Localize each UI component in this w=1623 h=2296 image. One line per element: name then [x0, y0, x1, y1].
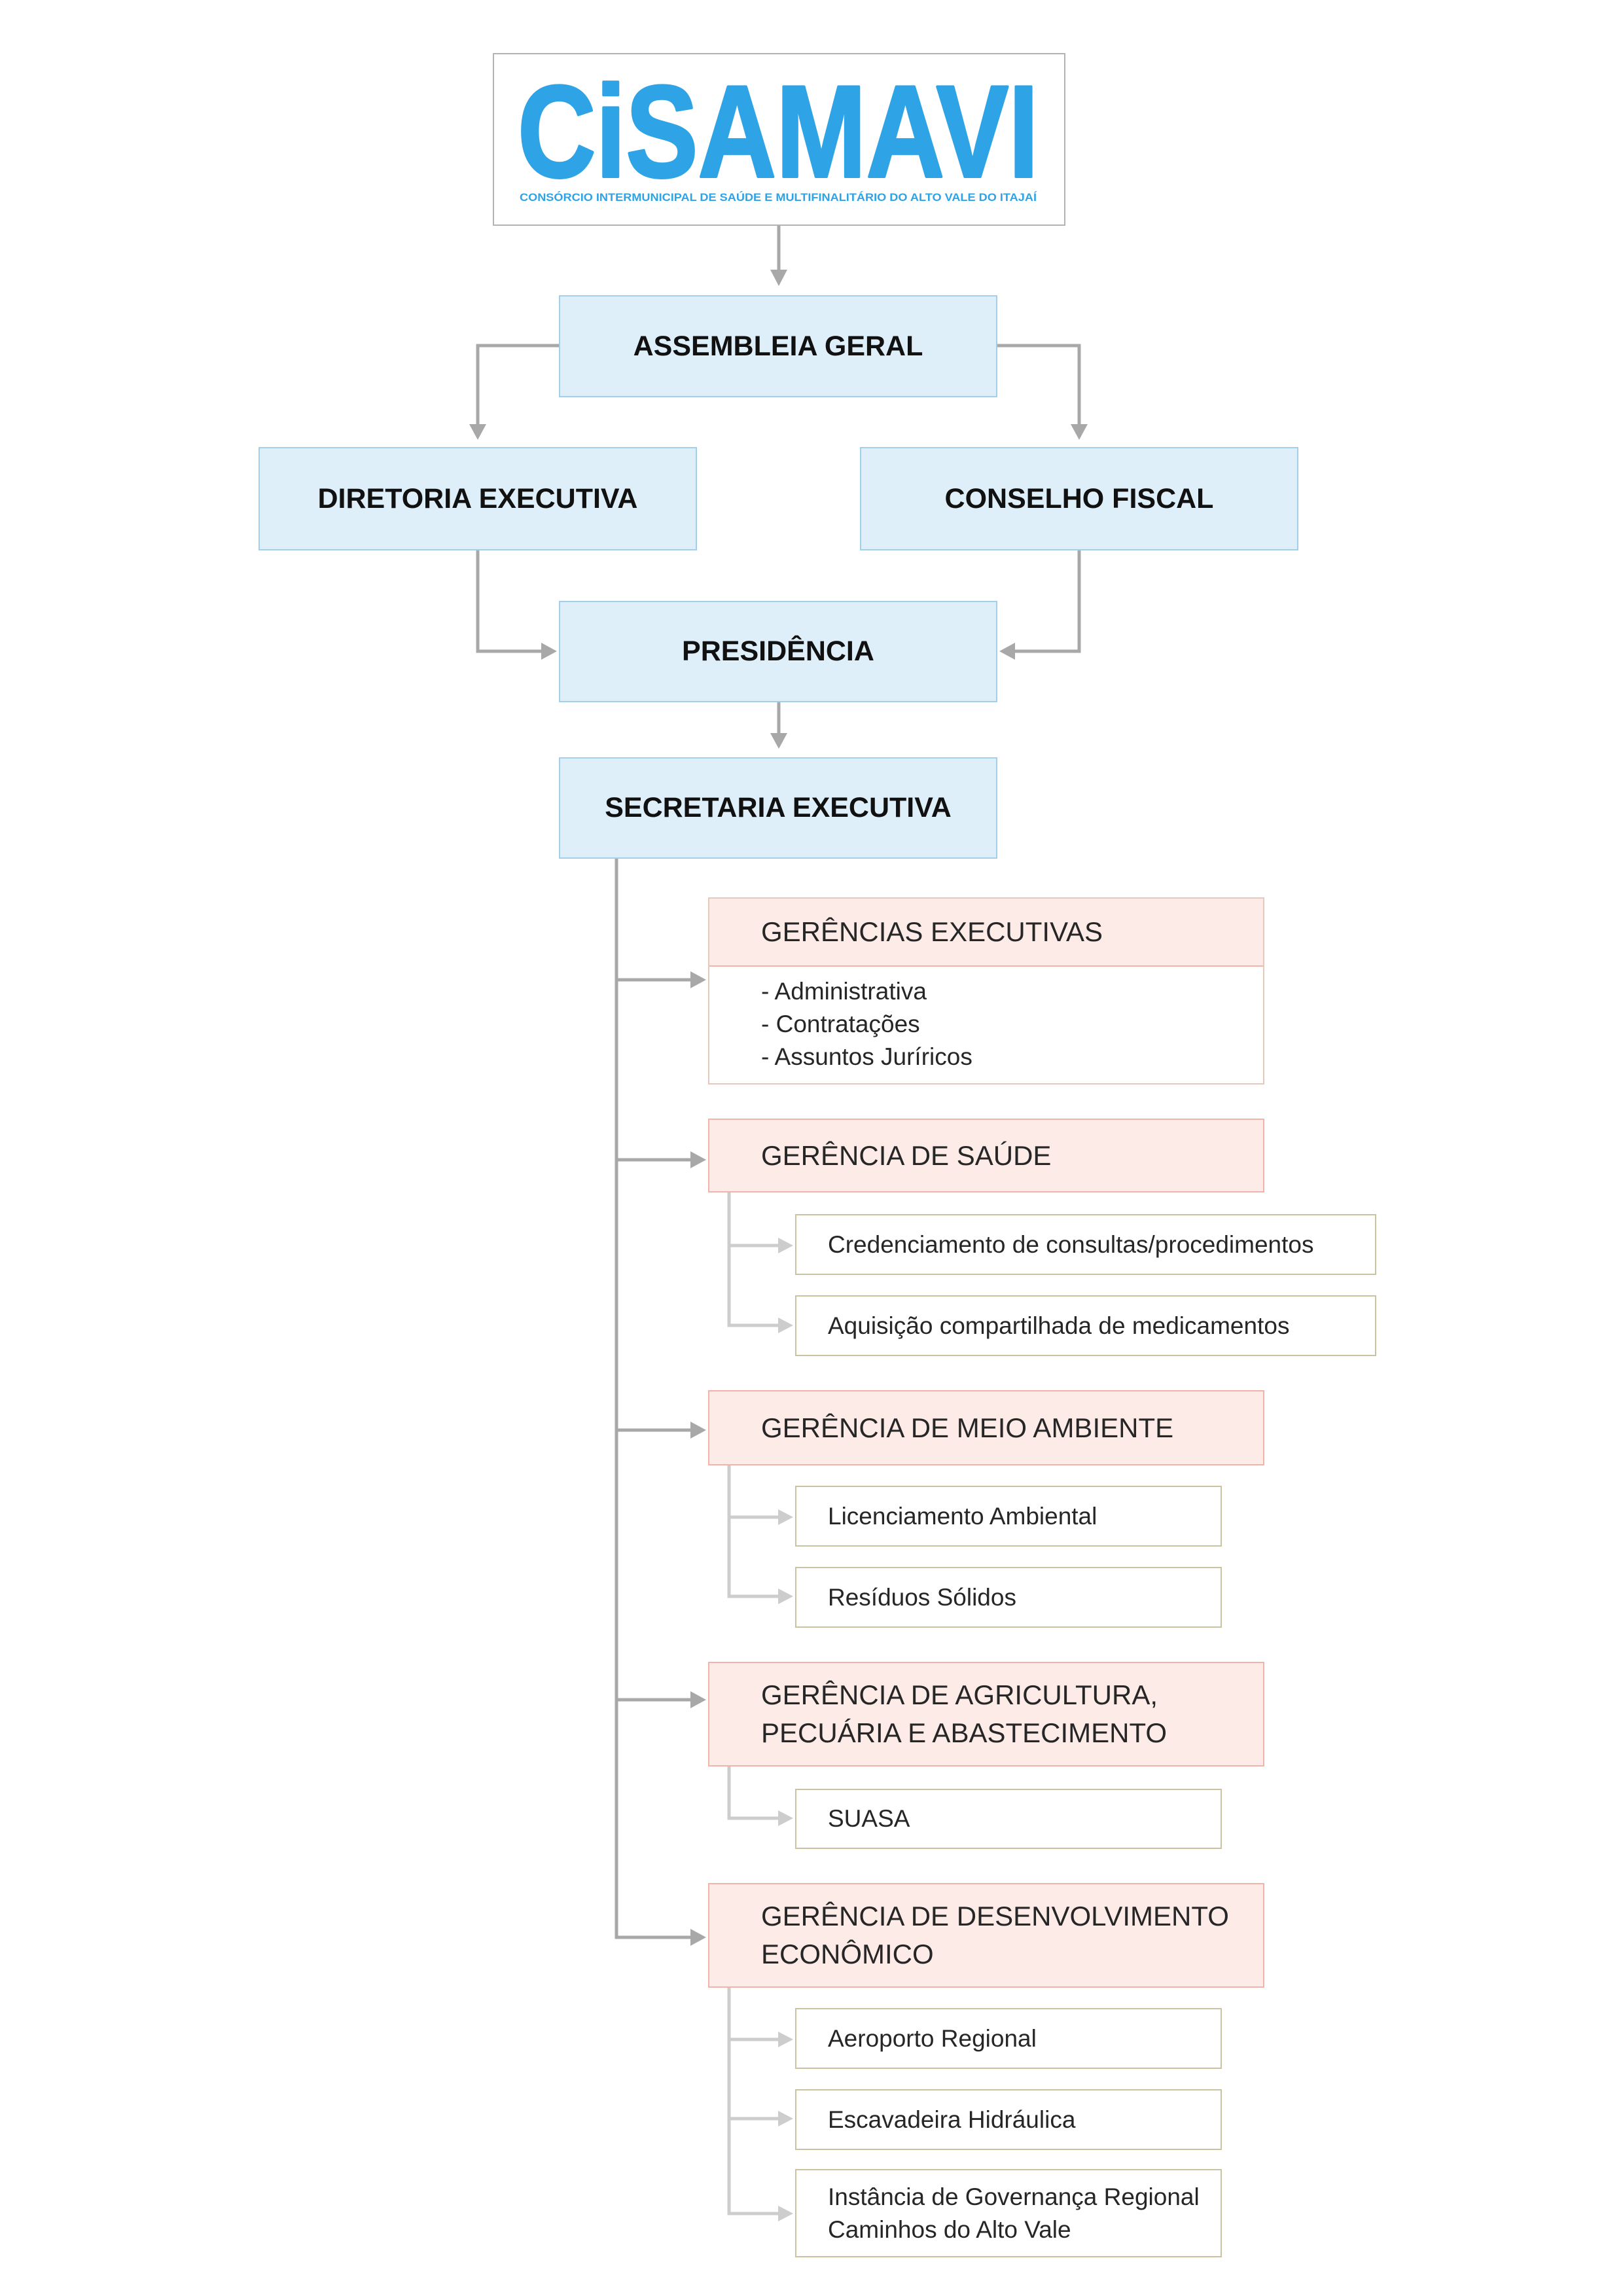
unit-box-credenciamento: Credenciamento de consultas/procedimento… — [795, 1214, 1376, 1275]
unit-label: Resíduos Sólidos — [828, 1583, 1016, 1611]
unit-label: Credenciamento de consultas/procedimento… — [828, 1230, 1314, 1258]
connector-assembleia-diretoria — [476, 344, 559, 425]
gerencia-title: GERÊNCIAS EXECUTIVAS — [761, 916, 1103, 947]
logo-box: CiSAMAVI CONSÓRCIO INTERMUNICIPAL DE SAÚ… — [493, 53, 1065, 226]
unit-label: Licenciamento Ambiental — [828, 1502, 1097, 1530]
gerencia-meio-ambiente-box: GERÊNCIA DE MEIO AMBIENTE — [708, 1390, 1264, 1465]
arrow-right-icon — [541, 643, 557, 660]
sub-connector-lines — [727, 1193, 779, 2215]
conselho-fiscal-box: CONSELHO FISCAL — [860, 447, 1298, 550]
secretaria-executiva-label: SECRETARIA EXECUTIVA — [605, 792, 952, 823]
diretoria-executiva-label: DIRETORIA EXECUTIVA — [317, 482, 638, 514]
unit-label: Aeroporto Regional — [828, 2024, 1037, 2052]
arrow-right-icon — [778, 2032, 793, 2047]
arrow-right-icon — [778, 1238, 793, 1253]
connector-conselho-presidencia — [1014, 550, 1081, 653]
gerencia-title-line: PECUÁRIA E ABASTECIMENTO — [761, 1717, 1168, 1748]
connector-meio-ambiente-units — [727, 1465, 779, 1598]
arrow-down-icon — [770, 270, 787, 286]
arrow-right-icon — [778, 1318, 793, 1333]
connector-desenvolvimento-units — [727, 1988, 779, 2215]
unit-box-aquisicao-medicamentos: Aquisição compartilhada de medicamentos — [795, 1295, 1376, 1356]
gerencias-executivas-box: GERÊNCIAS EXECUTIVAS - Administrativa - … — [708, 897, 1264, 1085]
arrow-right-icon — [690, 1422, 706, 1439]
arrow-right-icon — [778, 1810, 793, 1826]
gerencia-title: GERÊNCIA DE MEIO AMBIENTE — [761, 1412, 1174, 1443]
assembleia-geral-label: ASSEMBLEIA GERAL — [633, 330, 923, 362]
gerencia-item: - Assuntos Juríricos — [761, 1043, 972, 1070]
unit-label-line: Caminhos do Alto Vale — [828, 2215, 1071, 2243]
presidencia-box: PRESIDÊNCIA — [559, 601, 997, 702]
logo-tagline: CONSÓRCIO INTERMUNICIPAL DE SAÚDE E MULT… — [520, 191, 1037, 204]
logo-wordmark: CiSAMAVI — [518, 59, 1039, 205]
arrow-right-icon — [690, 1929, 706, 1946]
connector-saude-units — [727, 1193, 779, 1327]
conselho-fiscal-label: CONSELHO FISCAL — [944, 482, 1214, 514]
arrow-right-icon — [778, 2206, 793, 2221]
arrow-right-icon — [778, 2111, 793, 2126]
arrow-right-icon — [690, 1151, 706, 1168]
unit-label: Aquisição compartilhada de medicamentos — [828, 1312, 1290, 1339]
gerencia-agricultura-box: GERÊNCIA DE AGRICULTURA, PECUÁRIA E ABAS… — [708, 1662, 1264, 1767]
arrow-down-icon — [770, 733, 787, 749]
diretoria-executiva-box: DIRETORIA EXECUTIVA — [259, 447, 697, 550]
assembleia-geral-box: ASSEMBLEIA GERAL — [559, 295, 997, 397]
main-connector-lines — [476, 226, 1081, 1939]
unit-box-suasa: SUASA — [795, 1789, 1222, 1849]
unit-box-aeroporto: Aeroporto Regional — [795, 2008, 1222, 2069]
unit-label: SUASA — [828, 1805, 910, 1832]
arrow-right-icon — [690, 971, 706, 988]
unit-box-residuos: Resíduos Sólidos — [795, 1567, 1222, 1628]
arrow-down-icon — [469, 424, 486, 440]
gerencias-executivas-list: - Administrativa - Contratações - Assunt… — [709, 967, 1263, 1073]
connector-agricultura-units — [727, 1767, 779, 1820]
gerencia-title-line: ECONÔMICO — [761, 1939, 934, 1969]
gerencia-item: - Contratações — [761, 1011, 920, 1037]
arrow-left-icon — [999, 643, 1015, 660]
unit-label-line: Instância de Governança Regional — [828, 2183, 1200, 2210]
main-arrowheads — [469, 270, 1088, 1946]
arrow-right-icon — [778, 1588, 793, 1604]
unit-box-licenciamento: Licenciamento Ambiental — [795, 1486, 1222, 1547]
gerencia-title-line: GERÊNCIA DE DESENVOLVIMENTO — [761, 1901, 1229, 1931]
arrow-right-icon — [778, 1509, 793, 1525]
connector-diretoria-presidencia — [476, 550, 542, 653]
arrow-right-icon — [690, 1691, 706, 1708]
connector-assembleia-conselho — [997, 344, 1081, 425]
gerencias-executivas-header: GERÊNCIAS EXECUTIVAS — [709, 899, 1263, 967]
gerencia-desenvolvimento-box: GERÊNCIA DE DESENVOLVIMENTO ECONÔMICO — [708, 1883, 1264, 1988]
unit-box-instancia-governanca: Instância de Governança Regional Caminho… — [795, 2169, 1222, 2257]
gerencia-saude-box: GERÊNCIA DE SAÚDE — [708, 1119, 1264, 1193]
unit-box-escavadeira: Escavadeira Hidráulica — [795, 2089, 1222, 2150]
gerencia-title-line: GERÊNCIA DE AGRICULTURA, — [761, 1679, 1158, 1710]
cisamavi-logo: CiSAMAVI CONSÓRCIO INTERMUNICIPAL DE SAÚ… — [516, 58, 1040, 206]
secretaria-executiva-box: SECRETARIA EXECUTIVA — [559, 757, 997, 859]
connector-secretaria-trunk — [615, 859, 691, 1939]
unit-label: Escavadeira Hidráulica — [828, 2106, 1076, 2133]
arrow-down-icon — [1071, 424, 1088, 440]
gerencia-title: GERÊNCIA DE SAÚDE — [761, 1139, 1052, 1171]
gerencia-item: - Administrativa — [761, 978, 927, 1005]
presidencia-label: PRESIDÊNCIA — [682, 636, 874, 667]
sub-arrowheads — [778, 1238, 793, 2221]
